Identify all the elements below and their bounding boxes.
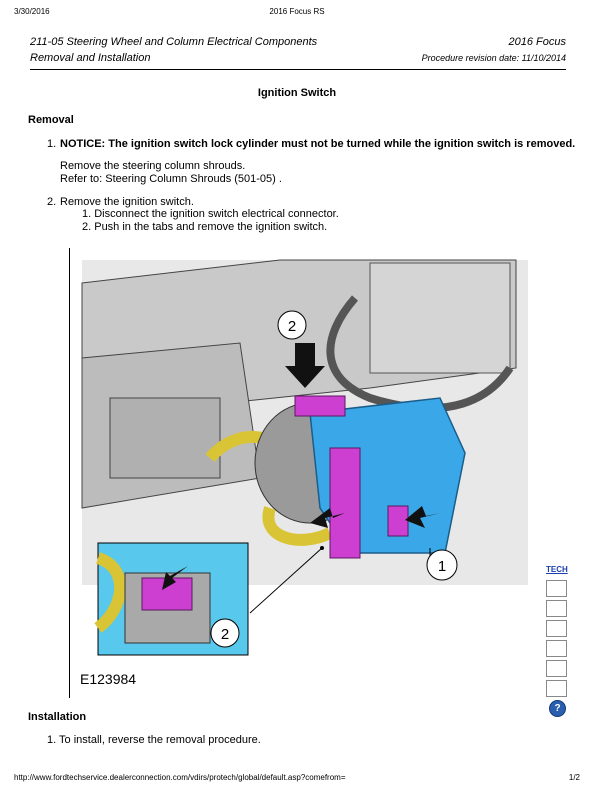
toolbar-button-6[interactable] [546,680,567,697]
print-date: 3/30/2016 [14,7,50,16]
doc-section: 211-05 Steering Wheel and Column Electri… [30,36,318,48]
figure-id: E123984 [80,671,136,687]
footer-page-number: 1/2 [568,773,580,782]
toolbar-button-2[interactable] [546,600,567,617]
substep-1: 1. Disconnect the ignition switch electr… [82,208,339,220]
inset-push-arrow [162,566,188,590]
step-1-notice: NOTICE: The ignition switch lock cylinde… [60,138,576,150]
column-lock-housing [109,397,221,479]
ignition-switch-illustration: 2 1 2 E123984 [80,259,528,687]
figure-frame: 2 1 2 E123984 [69,248,528,698]
print-title: 2016 Focus RS [269,7,325,16]
footer-url[interactable]: http://www.fordtechservice.dealerconnect… [14,773,346,782]
inset-leader-dot [320,546,324,550]
side-tab [387,505,409,537]
removal-heading: Removal [28,114,74,126]
doc-revision: Procedure revision date: 11/10/2014 [421,53,566,63]
push-arrow-left [310,508,345,528]
installation-heading: Installation [28,711,87,723]
inset-leader-line [249,547,323,614]
top-tab [294,395,346,417]
multifunction-module [369,262,511,374]
help-icon[interactable]: ? [549,700,566,717]
yellow-wire-lower [262,506,333,546]
side-toolbar: TECH ? [546,565,568,717]
push-arrow-top [285,343,325,388]
callout-2-label: 2 [288,318,296,335]
doc-model: 2016 Focus [508,36,566,48]
header-divider [30,69,566,70]
push-arrow-right [405,506,440,528]
doc-subsection: Removal and Installation [30,52,151,64]
step-2-text: Remove the ignition switch. [60,196,194,208]
substep-2: 2. Push in the tabs and remove the ignit… [82,221,328,233]
inset-callout-2-circle [210,618,240,648]
inset-yellow-wire [94,552,127,633]
installation-step-1: 1. To install, reverse the removal proce… [47,734,261,746]
callout-1-label: 1 [438,558,446,575]
toolbar-button-4[interactable] [546,640,567,657]
toolbar-button-1[interactable] [546,580,567,597]
connector-lock-tab [329,447,361,559]
step-1-text: Remove the steering column shrouds. [60,160,246,172]
callout-2-circle [277,310,307,340]
step-2-number: 2. [47,196,57,208]
toolbar-button-5[interactable] [546,660,567,677]
wire-harness [326,295,514,413]
toolbar-button-3[interactable] [546,620,567,637]
tech-logo-icon[interactable]: TECH [546,565,568,574]
callout-1-circle [426,549,458,581]
inset-callout-2-label: 2 [221,626,229,643]
step-1-number: 1. [47,138,57,150]
step-1-reference-link[interactable]: Refer to: Steering Column Shrouds (501-0… [60,173,282,185]
page-title: Ignition Switch [257,87,337,99]
